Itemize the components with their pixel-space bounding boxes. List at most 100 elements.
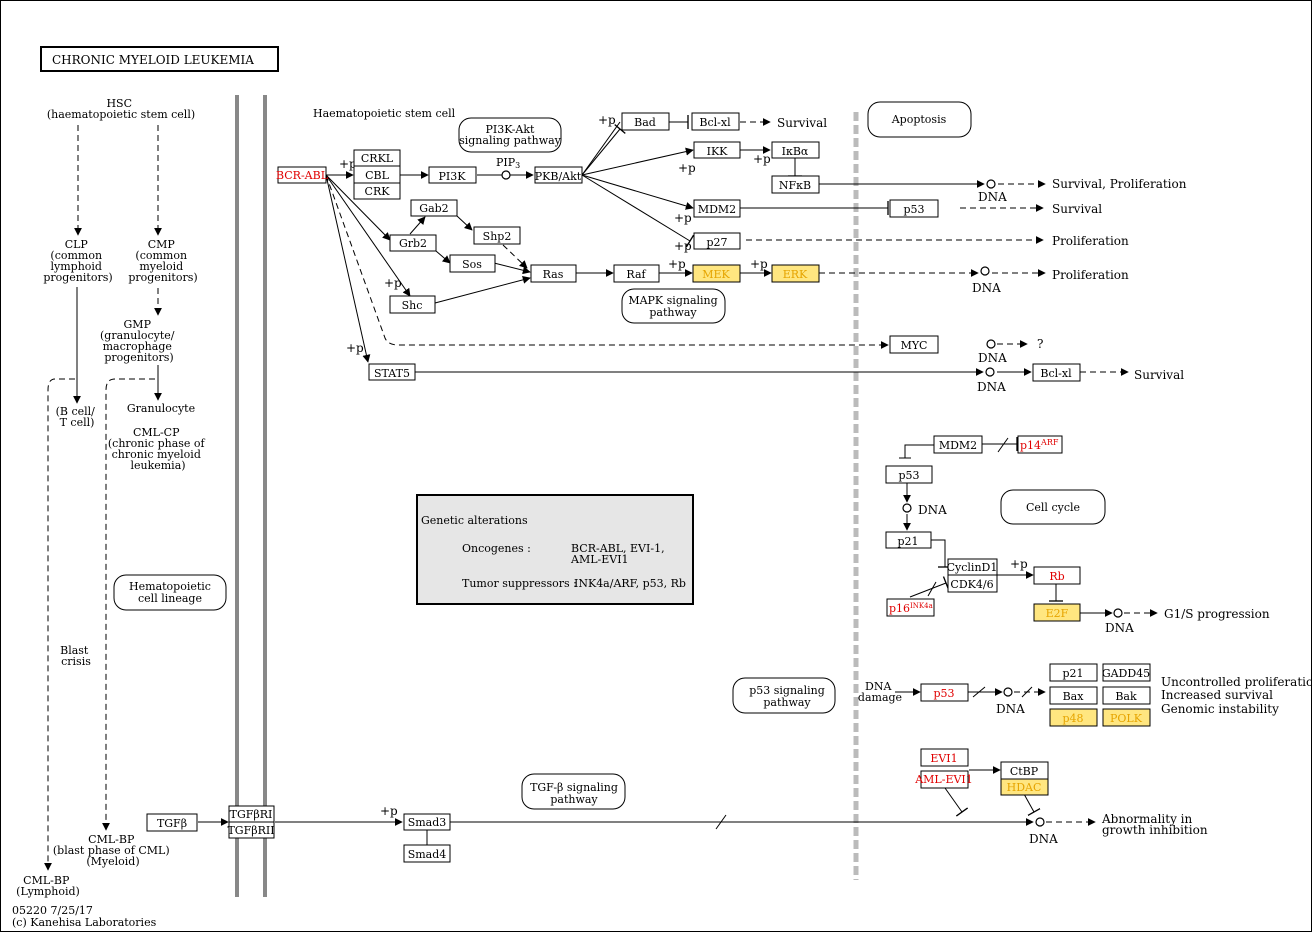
- gene-sos[interactable]: Sos: [449, 254, 496, 273]
- link-apoptosis[interactable]: Apoptosis: [867, 101, 972, 138]
- gene-crkl[interactable]: CRKL: [353, 149, 401, 167]
- svg-text:E2F: E2F: [1046, 607, 1069, 620]
- svg-text:Survival, Proliferation: Survival, Proliferation: [1052, 177, 1187, 191]
- gene-bax[interactable]: Bax: [1049, 686, 1098, 705]
- svg-text:Bcl-xl: Bcl-xl: [699, 116, 731, 129]
- gene-ikk[interactable]: IKK: [693, 141, 741, 159]
- svg-text:CRKL: CRKL: [361, 152, 394, 165]
- gene-p16-ink4a[interactable]: p16INK4a: [886, 598, 935, 617]
- gene-cbl[interactable]: CBL: [353, 165, 401, 184]
- svg-text:DNA: DNA: [1029, 832, 1058, 846]
- gene-erk[interactable]: ERK: [771, 264, 820, 283]
- gene-shc[interactable]: Shc: [389, 295, 436, 314]
- gene-shp2[interactable]: Shp2: [473, 226, 521, 245]
- gene-polk[interactable]: POLK: [1102, 708, 1151, 727]
- hsc-region-label: Haematopoietic stem cell: [313, 107, 456, 120]
- gene-bak[interactable]: Bak: [1102, 686, 1151, 705]
- gene-p53[interactable]: p53: [889, 199, 939, 218]
- gene-smad3[interactable]: Smad3: [403, 813, 451, 831]
- gene-grb2[interactable]: Grb2: [389, 234, 437, 252]
- svg-text:+p: +p: [339, 157, 357, 171]
- svg-text:DNA: DNA: [1105, 621, 1134, 635]
- page-title: CHRONIC MYELOID LEUKEMIA: [52, 53, 254, 67]
- genetic-alterations-heading: Genetic alterations: [421, 514, 528, 527]
- svg-text:TGFβ: TGFβ: [157, 817, 187, 830]
- gene-tgfbr2[interactable]: TGFβRII: [227, 821, 275, 839]
- link-cell-cycle[interactable]: Cell cycle: [1000, 489, 1106, 525]
- gene-evi1[interactable]: EVI1: [920, 748, 969, 767]
- gene-gab2[interactable]: Gab2: [410, 199, 458, 217]
- svg-text:Increased survival: Increased survival: [1161, 688, 1273, 702]
- gene-ctbp[interactable]: CtBP: [1000, 761, 1049, 780]
- gene-aml-evi1[interactable]: AML-EVI1: [914, 770, 973, 789]
- gene-raf[interactable]: Raf: [613, 264, 660, 283]
- gene-p48[interactable]: p48: [1049, 708, 1098, 727]
- gene-pkb-akt[interactable]: PKB/Akt: [534, 166, 583, 184]
- svg-text:DNA: DNA: [996, 702, 1025, 716]
- svg-text:Ras: Ras: [543, 268, 564, 281]
- gene-p21-b[interactable]: p21: [1049, 663, 1098, 682]
- svg-text:growth inhibition: growth inhibition: [1102, 823, 1208, 837]
- gene-nfkb[interactable]: NFκB: [771, 175, 820, 194]
- gene-tgfbr1[interactable]: TGFβRI: [228, 805, 275, 823]
- gene-ras[interactable]: Ras: [530, 264, 577, 283]
- gene-bad[interactable]: Bad: [621, 112, 670, 131]
- gene-p53-b[interactable]: p53: [885, 465, 933, 484]
- svg-text:DNA: DNA: [977, 380, 1006, 394]
- oncogenes-value-1: BCR-ABL, EVI-1,: [571, 542, 665, 555]
- cmp-label: CMP (common myeloid progenitors): [128, 238, 197, 284]
- svg-text:DNA: DNA: [978, 351, 1007, 365]
- gene-e2f[interactable]: E2F: [1033, 603, 1081, 622]
- gene-p14-arf[interactable]: p14ARF: [1017, 435, 1063, 454]
- gene-rb[interactable]: Rb: [1033, 566, 1081, 585]
- gene-gadd45[interactable]: GADD45: [1102, 663, 1151, 682]
- cml-bp-myeloid-label: CML-BP (blast phase of CML) (Myeloid): [53, 833, 173, 868]
- outcome-labels: Survival Survival, Proliferation Surviva…: [777, 116, 1312, 837]
- gene-hdac[interactable]: HDAC: [1000, 778, 1049, 796]
- gene-mek[interactable]: MEK: [692, 264, 741, 283]
- svg-text:p16INK4a: p16INK4a: [889, 602, 933, 615]
- svg-text:Bak: Bak: [1115, 690, 1137, 703]
- svg-text:BCR-ABL: BCR-ABL: [276, 169, 329, 182]
- svg-text:GADD45: GADD45: [1102, 667, 1150, 680]
- gene-tgfb[interactable]: TGFβ: [146, 813, 198, 832]
- gmp-label: GMP (granulocyte/ macrophage progenitors…: [100, 318, 178, 364]
- gene-ikba[interactable]: IκBα: [771, 141, 820, 159]
- gene-bcl-xl-2[interactable]: Bcl-xl: [1032, 363, 1081, 382]
- pip3-node: [501, 170, 511, 180]
- gene-p21[interactable]: p21: [885, 531, 932, 549]
- gene-myc[interactable]: MYC: [889, 335, 939, 354]
- gene-pi3k[interactable]: PI3K: [428, 166, 477, 184]
- gene-mdm2[interactable]: MDM2: [693, 199, 741, 218]
- gene-bcr-abl[interactable]: BCR-ABL: [276, 166, 329, 184]
- svg-text:p21: p21: [1062, 667, 1083, 680]
- gene-cdk46[interactable]: CDK4/6: [947, 574, 998, 593]
- gene-p53-c[interactable]: p53: [920, 683, 969, 702]
- svg-text:+p: +p: [678, 161, 696, 175]
- gene-crk[interactable]: CRK: [353, 182, 401, 200]
- gene-cyclind1[interactable]: CyclinD1: [947, 558, 998, 576]
- svg-text:Rb: Rb: [1049, 570, 1064, 583]
- gene-bcl-xl[interactable]: Bcl-xl: [691, 112, 740, 131]
- gene-smad4[interactable]: Smad4: [403, 844, 451, 863]
- svg-text:+p: +p: [598, 113, 616, 127]
- svg-text:+p: +p: [668, 257, 686, 271]
- svg-text:EVI1: EVI1: [930, 752, 957, 765]
- svg-text:p21: p21: [897, 535, 918, 548]
- gene-p27[interactable]: p27: [693, 232, 741, 250]
- svg-text:CRK: CRK: [365, 185, 391, 198]
- gene-stat5[interactable]: STAT5: [368, 363, 416, 381]
- oncogenes-value-2: AML-EVI1: [570, 553, 629, 566]
- svg-text:Shp2: Shp2: [483, 230, 512, 243]
- svg-text:PI3K: PI3K: [439, 170, 467, 183]
- gene-mdm2-b[interactable]: MDM2: [933, 435, 983, 454]
- dna-damage-label: DNA damage: [858, 680, 902, 704]
- svg-text:Smad4: Smad4: [408, 848, 447, 861]
